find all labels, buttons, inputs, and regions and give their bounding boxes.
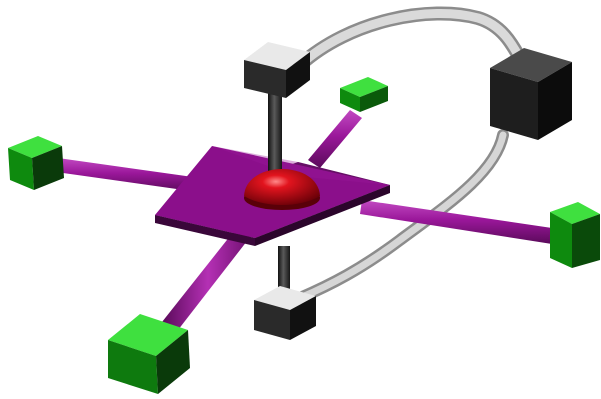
arm-front (162, 226, 254, 330)
red-dome (244, 169, 320, 210)
green-end-cube-back (340, 77, 388, 112)
green-end-cube-left (8, 136, 64, 190)
green-end-cube-right (550, 202, 600, 268)
green-end-cube-front (108, 314, 190, 394)
connector-cube-bottom (254, 286, 316, 340)
arm-right (360, 200, 552, 244)
arm-back-right (308, 110, 362, 168)
connector-cube-top (244, 42, 310, 98)
vertical-pillar (268, 88, 282, 173)
lower-pillar (278, 246, 290, 294)
arm-left (56, 158, 200, 192)
connector-cube-right (490, 48, 572, 140)
gray-cable (293, 6, 529, 304)
